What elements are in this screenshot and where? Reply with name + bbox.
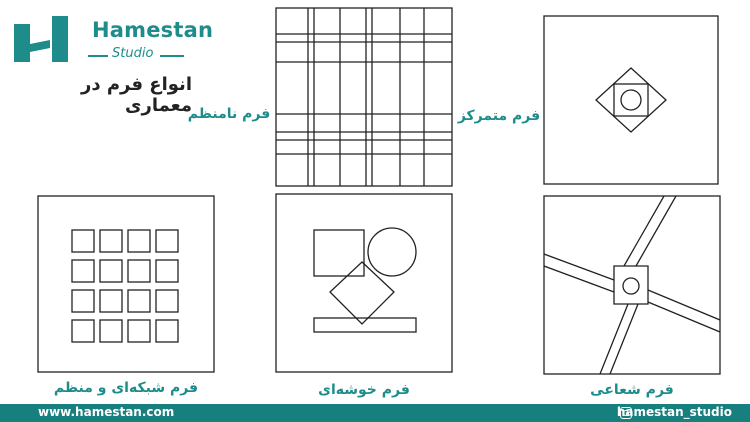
grid-form-diagram <box>36 194 216 374</box>
radial-form-diagram <box>542 194 722 376</box>
brand-sub-row: Studio <box>88 46 184 62</box>
label-clustered-form: فرم خوشه‌ای <box>318 382 410 398</box>
label-grid-form: فرم شبکه‌ای و منظم <box>53 380 199 396</box>
brand-logo: Hamestan Studio <box>10 14 213 66</box>
clustered-form-diagram <box>274 192 454 374</box>
brand-sub: Studio <box>112 46 154 61</box>
brand-name: Hamestan <box>92 18 214 42</box>
centralized-form-diagram <box>542 14 720 186</box>
website-link[interactable]: www.hamestan.com <box>38 405 175 419</box>
footer-bar: www.hamestan.com hamestan_studio <box>0 404 750 422</box>
label-radial-form: فرم شعاعی <box>590 382 674 398</box>
label-irregular-form: فرم نامنظم <box>187 106 271 122</box>
instagram-handle[interactable]: hamestan_studio <box>616 405 732 419</box>
instagram-icon <box>620 407 632 419</box>
page-title: انواع فرم در معماری <box>81 74 192 116</box>
logo-mark-icon <box>14 16 68 62</box>
irregular-form-diagram <box>274 6 454 188</box>
label-centralized-form: فرم متمرکز <box>457 108 541 124</box>
